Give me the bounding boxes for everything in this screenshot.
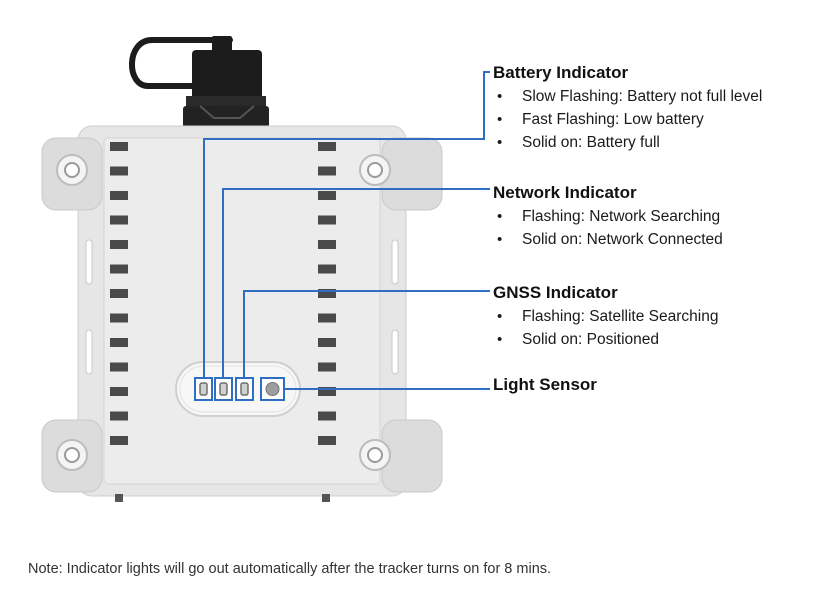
foot-left <box>115 494 123 502</box>
vent-grilles <box>110 142 336 445</box>
mounting-holes <box>56 154 391 471</box>
vent-bar <box>110 191 128 200</box>
foot-right <box>322 494 330 502</box>
vent-bar <box>110 166 128 176</box>
vent-bar <box>318 142 336 151</box>
list-item: Solid on: Network Connected <box>493 228 723 251</box>
list-item: Flashing: Network Searching <box>493 205 723 228</box>
vent-bar <box>110 338 128 347</box>
gnss-indicator-title: GNSS Indicator <box>493 283 618 302</box>
network-leader <box>222 188 490 378</box>
vent-bar <box>318 215 336 225</box>
vent-bar <box>110 240 128 249</box>
vent-bar <box>110 215 128 225</box>
vent-bar <box>110 362 128 372</box>
vent-bar <box>318 240 336 249</box>
vent-bar <box>318 191 336 200</box>
list-item: Flashing: Satellite Searching <box>493 305 718 328</box>
vent-bar <box>318 264 336 274</box>
tracker-body <box>41 125 443 497</box>
list-item: Slow Flashing: Battery not full level <box>493 85 762 108</box>
vent-bar <box>318 411 336 421</box>
battery-led <box>194 377 213 401</box>
gnss-indicator-callout: GNSS Indicator Flashing: Satellite Searc… <box>493 283 718 351</box>
vent-bar <box>110 411 128 421</box>
leader-lines <box>203 71 490 390</box>
list-item: Fast Flashing: Low battery <box>493 108 762 131</box>
footnote: Note: Indicator lights will go out autom… <box>28 561 552 577</box>
vent-bar <box>110 313 128 323</box>
network-indicator-list: Flashing: Network Searching Solid on: Ne… <box>493 205 723 251</box>
battery-leader <box>203 71 490 378</box>
vent-bar <box>318 313 336 323</box>
network-led <box>214 377 233 401</box>
gnss-indicator-list: Flashing: Satellite Searching Solid on: … <box>493 305 718 351</box>
vent-bar <box>318 387 336 396</box>
list-item: Solid on: Battery full <box>493 131 762 154</box>
network-indicator-callout: Network Indicator Flashing: Network Sear… <box>493 183 723 251</box>
battery-indicator-callout: Battery Indicator Slow Flashing: Battery… <box>493 63 762 154</box>
side-slots <box>85 239 399 375</box>
vent-bar <box>110 436 128 445</box>
gnss-led <box>235 377 254 401</box>
gnss-leader <box>243 290 490 378</box>
vent-bar <box>318 289 336 298</box>
vent-bar <box>110 264 128 274</box>
vent-bar <box>110 387 128 396</box>
cap-tether <box>129 37 233 89</box>
vent-bar <box>318 166 336 176</box>
vent-bar <box>110 142 128 151</box>
network-indicator-title: Network Indicator <box>493 183 637 202</box>
connector-cap <box>183 36 269 128</box>
light-sensor-title: Light Sensor <box>493 375 597 394</box>
battery-indicator-list: Slow Flashing: Battery not full level Fa… <box>493 85 762 154</box>
vent-bar <box>110 289 128 298</box>
light-sensor-callout: Light Sensor <box>493 375 597 395</box>
battery-indicator-title: Battery Indicator <box>493 63 629 82</box>
vent-bar <box>318 436 336 445</box>
list-item: Solid on: Positioned <box>493 328 718 351</box>
light-sensor <box>260 377 285 401</box>
vent-bar <box>318 338 336 347</box>
vent-bar <box>318 362 336 372</box>
